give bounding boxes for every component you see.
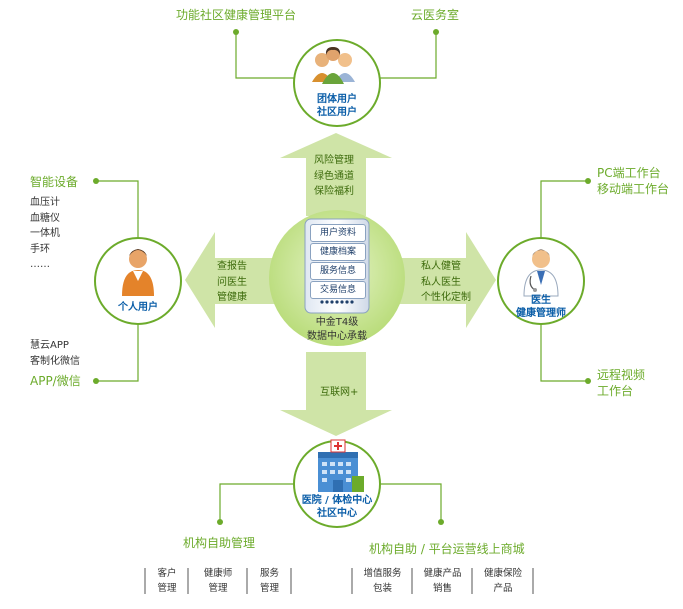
group-users-icon: [312, 47, 355, 84]
right-arrow-item: 私人医生: [421, 276, 461, 288]
app-list: 慧云APP 客制化微信: [30, 338, 80, 369]
bottom-item-line-2: 产品: [493, 582, 513, 594]
left-node-label: 个人用户: [118, 302, 158, 313]
arrow-right: [390, 232, 496, 328]
bottom-left-item: 服务 管理: [248, 567, 291, 596]
bottom-right-item: 健康产品 销售: [413, 567, 472, 596]
hospital-building-icon: [318, 439, 364, 492]
top-node-label-1: 团体用户: [317, 94, 357, 105]
arrow-down: [280, 352, 392, 436]
bottom-arrow-text: 互联网+: [320, 387, 359, 398]
arrow-up: [280, 133, 392, 216]
bottom-item-line-2: 包装: [372, 582, 392, 594]
device-list: 血压计 血糖仪 一体机 手环 ……: [30, 195, 60, 273]
right-arrow-item: 私人健管: [421, 261, 461, 272]
bottom-item-line-1: 客户: [157, 568, 177, 579]
center-label-line-1: 中金T4级: [315, 317, 359, 328]
right-arrow-item: 个性化定制: [421, 292, 471, 303]
device-item: 血糖仪: [30, 212, 60, 224]
center-item: 交易信息: [310, 281, 366, 299]
top-arrow-item: 保险福利: [314, 186, 354, 197]
connector-dots: [93, 29, 591, 525]
bottom-left-item: 健康师 管理: [189, 567, 247, 596]
bottom-separators: [144, 568, 534, 594]
arrow-left: [185, 232, 290, 328]
database-dots: [320, 300, 354, 304]
app-item: 客制化微信: [30, 355, 80, 367]
doctor-icon: [523, 249, 559, 297]
device-item: 一体机: [30, 228, 60, 239]
bottom-right-item: 健康保险 产品: [473, 567, 533, 596]
bottom-left-item: 客户 管理: [146, 567, 188, 596]
bottom-item-line-2: 管理: [208, 582, 228, 594]
bottom-item-line-2: 管理: [259, 582, 279, 594]
center-label-line-2: 数据中心承载: [307, 331, 367, 342]
left-arrow-item: 查报告: [217, 261, 247, 272]
left-arrow-item: 问医生: [217, 276, 247, 288]
left-bottom-title: APP/微信: [30, 374, 81, 388]
personal-user-icon: [122, 249, 154, 296]
left-arrow-text: 查报告 问医生 管健康: [217, 259, 247, 306]
top-arrow-item: 风险管理: [314, 155, 354, 166]
device-item: ……: [30, 259, 50, 270]
top-arrow-text: 风险管理 绿色通道 保险福利: [314, 153, 354, 200]
device-item: 血压计: [30, 197, 60, 208]
top-node-label-2: 社区用户: [317, 107, 357, 118]
bottom-item-line-1: 健康产品: [423, 568, 462, 579]
top-arrow-item: 绿色通道: [314, 170, 354, 182]
top-right-title: 云医务室: [411, 8, 460, 22]
right-bottom-line-1: 远程视频: [597, 368, 646, 382]
left-arrow-item: 管健康: [217, 292, 247, 303]
right-node-label-1: 医生: [531, 295, 551, 306]
bottom-item-line-1: 健康师: [203, 568, 233, 579]
bottom-node-label-2: 社区中心: [317, 508, 357, 519]
bottom-node-label-1: 医院 / 体检中心: [301, 495, 373, 506]
bottom-item-line-2: 管理: [157, 582, 177, 594]
right-bottom-line-2: 工作台: [597, 384, 634, 398]
bottom-right-item: 增值服务 包装: [353, 567, 412, 596]
app-item: 慧云APP: [30, 340, 69, 351]
bottom-right-title: 机构自助 / 平台运营线上商城: [369, 542, 525, 556]
right-top-line-2: 移动端工作台: [597, 182, 670, 196]
bottom-item-line-1: 健康保险: [483, 568, 522, 579]
right-arrow-text: 私人健管 私人医生 个性化定制: [421, 259, 471, 306]
center-item: 健康档案: [310, 243, 366, 261]
right-top-line-1: PC端工作台: [597, 166, 661, 180]
bottom-left-title: 机构自助管理: [183, 536, 256, 550]
center-item: 用户资料: [310, 224, 366, 242]
bottom-item-line-2: 销售: [432, 582, 452, 594]
center-item: 服务信息: [310, 262, 366, 280]
connector-lines: [96, 32, 588, 520]
bottom-item-line-1: 服务: [259, 568, 279, 579]
right-node-label-2: 健康管理师: [516, 308, 566, 319]
bottom-item-line-1: 增值服务: [363, 568, 402, 579]
top-left-title: 功能社区健康管理平台: [176, 8, 297, 22]
device-item: 手环: [30, 243, 50, 255]
left-top-title: 智能设备: [30, 175, 79, 189]
center-label: 中金T4级 数据中心承载: [297, 316, 377, 344]
